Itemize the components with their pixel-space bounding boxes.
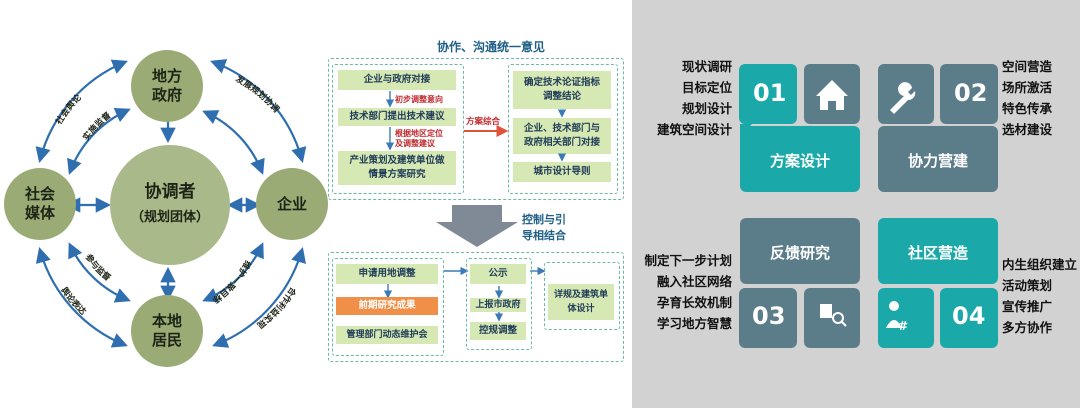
- home-icon: [816, 80, 848, 110]
- stakeholder-diagram: 社会舆论 实施监督 发展规划协调 维护一致目标 合作利益实现 参与监督 舆论表达…: [0, 0, 335, 408]
- bottom-right-frame: [544, 262, 620, 330]
- process-tiles-panel: # 01 方案设计 02 协力营建 反馈研究 03 社区营造 04 现状调研 目…: [632, 0, 1080, 408]
- node-local-government: 地方 政府: [131, 50, 203, 122]
- label-cooperative-benefit: 合作利益实现: [254, 284, 299, 330]
- note-initial-adjust: 初步调整意向: [395, 95, 443, 104]
- stakeholder-arrows: 社会舆论 实施监督 发展规划协调 维护一致目标 合作利益实现 参与监督 舆论表达: [35, 59, 307, 348]
- label-participate-supervision: 参与监督: [83, 252, 113, 284]
- list-build-steps: 空间营造 场所激活 特色传承 选材建设: [1002, 59, 1053, 137]
- svg-text:参与监督: 参与监督: [83, 252, 113, 284]
- svg-text:#: #: [898, 319, 908, 333]
- tile-04-number: 04: [952, 302, 986, 330]
- process-flow: 协作、沟通统一意见 企业与政府对接 初步调整意向 技术部门提出技术建议 根据地区…: [320, 0, 632, 408]
- box-enterprise-gov: 企业与政府对接: [338, 70, 456, 90]
- arc-media-res-outer: [35, 247, 128, 348]
- arc-media-gov-outer: [35, 59, 128, 163]
- bottom-mid-frame: [466, 258, 532, 350]
- node-coordinator: 协调者 （规划团体）: [110, 145, 230, 265]
- arc-gov-ent: [210, 59, 307, 163]
- tile-04-label: 社区营造: [907, 244, 968, 262]
- node-local-residents: 本地 居民: [131, 295, 203, 367]
- arc-media-gov-inner: [67, 108, 131, 175]
- svg-text:社会舆论: 社会舆论: [53, 92, 84, 128]
- svg-text:实施监督: 实施监督: [81, 110, 114, 143]
- note-by-location: 根据地区定位 及调整建议: [395, 129, 443, 148]
- box-prelim-research: 前期研究成果: [336, 297, 438, 315]
- top-left-frame: [332, 64, 464, 194]
- arc-ent-res-inner: [202, 242, 264, 303]
- box-publicity: 公示: [470, 264, 526, 284]
- bottom-frame: [328, 252, 624, 362]
- box-report-city: 上报市政府: [470, 298, 526, 312]
- top-right-frame: [508, 64, 618, 194]
- box-dynamic-maintenance: 管理部门动态维护会: [336, 326, 438, 344]
- box-detailed-design: 详规及建筑单 体设计: [548, 284, 614, 320]
- label-opinion-expression: 舆论表达: [58, 285, 88, 317]
- box-tech-suggest: 技术部门提出技术建议: [338, 108, 456, 126]
- flow-arrows: [383, 91, 567, 322]
- box-design-guidelines: 城市设计导则: [513, 162, 611, 182]
- list-community-steps: 内生组织建立 活动策划 宣传推广 多方协作: [1002, 257, 1078, 335]
- label-dev-plan-coord: 发展规划协调: [233, 73, 282, 115]
- down-arrow-icon: [436, 205, 518, 247]
- svg-text:合作利益实现: 合作利益实现: [254, 284, 299, 330]
- box-zoning-adjust: 控规调整: [470, 322, 526, 340]
- tile-01-number: 01: [753, 79, 787, 107]
- box-confirm-indicators: 确定技术论证指标 调整结论: [513, 71, 611, 109]
- label-synthesis: 方案综合: [466, 117, 501, 127]
- node-social-media: 社会 媒体: [4, 168, 76, 240]
- magnifier-icon: [820, 304, 847, 327]
- tile-03-number: 03: [752, 302, 786, 330]
- tile-01-label: 方案设计: [769, 152, 830, 170]
- svg-text:舆论表达: 舆论表达: [58, 285, 88, 317]
- box-apply-land: 申请用地调整: [336, 264, 438, 284]
- arc-ent-res-outer: [212, 247, 306, 348]
- arc-gov-ent-inner: [202, 110, 265, 175]
- svg-text:维护一致目标: 维护一致目标: [210, 258, 253, 305]
- bottom-left-frame: [332, 258, 444, 356]
- tile-03-label: 反馈研究: [769, 244, 830, 262]
- list-feedback-steps: 制定下一步计划 融入社区网络 孕育长效机制 学习地方智慧: [644, 253, 732, 331]
- tile-02-label: 协力营建: [907, 152, 968, 170]
- box-dept-dock: 企业、技术部门与 政府相关部门对接: [513, 118, 611, 154]
- top-frame: [328, 58, 624, 200]
- tile-02-number: 02: [954, 79, 988, 107]
- coordinator-title: 协调者: [144, 182, 196, 202]
- flow-title: 协作、沟通统一意见: [436, 40, 545, 54]
- label-control-guidance: 控制与引 导相结合: [522, 213, 566, 242]
- node-enterprise: 企业: [256, 168, 328, 240]
- coordinator-subtitle: （规划团体）: [130, 210, 209, 225]
- label-implement-supervision: 实施监督: [81, 110, 114, 143]
- list-design-steps: 现状调研 目标定位 规划设计 建筑空间设计: [656, 59, 732, 137]
- label-social-opinion: 社会舆论: [53, 92, 84, 128]
- wrench-icon: [890, 82, 916, 114]
- tiles-graphic: #: [739, 64, 998, 348]
- user-hash-icon: #: [886, 301, 908, 333]
- label-consistent-goal: 维护一致目标: [210, 258, 253, 305]
- svg-text:发展规划协调: 发展规划协调: [233, 73, 282, 115]
- box-scenario-study: 产业策划及建筑单位做 情景方案研究: [338, 151, 456, 185]
